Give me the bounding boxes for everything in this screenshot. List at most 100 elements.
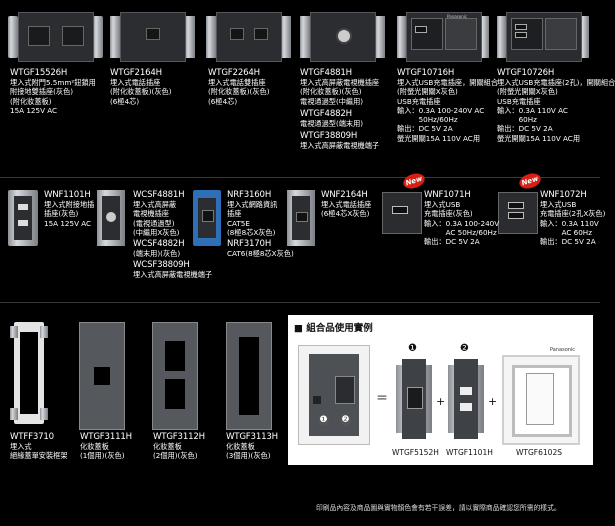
product-code: WTFF3710 — [10, 432, 54, 442]
product-code: WTGF3113H — [226, 432, 278, 442]
product-wtff3710: WTFF3710 埋入式 絕緣蓋單安裝框架 — [10, 432, 68, 461]
product-image-wnf1072h — [498, 192, 538, 234]
spec-line: 充電插座(灰色) — [424, 209, 473, 219]
product-image-wtgf3111h — [79, 322, 125, 430]
spec-line: 輸出：DC 5V 2A — [540, 237, 596, 247]
combo-label-2: WTGF1101H — [446, 448, 493, 457]
brand-logo: Panasonic — [447, 14, 468, 19]
marker-one-top: ❶ — [408, 343, 417, 354]
spec-line: 電視機插座 — [133, 209, 169, 219]
marker-two-top: ❷ — [460, 343, 469, 354]
product-code: NRF3160H — [227, 190, 272, 200]
marker-one: ❶ — [318, 415, 329, 426]
part-wtgf5152h-image — [396, 359, 432, 439]
product-image-wnf2164h — [287, 190, 315, 246]
product-wnf1101h: WNF1101H 埋入式附接地插 插座(灰色) 15A 125V AC — [44, 190, 94, 228]
spec-line: 輸出：DC 5V 2A — [497, 124, 553, 134]
product-wtgf15526h: WTGF15526H 埋入式附門5.5mm²鈕鎖用 附接地雙插座(灰色) (附化… — [10, 68, 96, 115]
product-code: WTGF15526H — [10, 68, 68, 78]
spec-line: 埋入式高屏蔽 — [133, 200, 177, 209]
product-image-wnf1071h — [382, 192, 422, 234]
spec-line: 螢光開關15A 110V AC用 — [397, 133, 481, 143]
product-image-wtgf3113h — [226, 322, 272, 430]
spec-line: (1個用)(灰色) — [80, 451, 125, 461]
spec-line: AC 60Hz — [540, 227, 592, 237]
spec-line: AC 50Hz/60Hz — [424, 227, 497, 237]
spec-line: 埋入式電話雙插座 — [208, 78, 266, 87]
product-code: WTGF2264H — [208, 68, 260, 78]
product-image-wtgf2164h — [110, 12, 195, 62]
spec-line: 輸出：DC 5V 2A — [397, 124, 453, 134]
spec-line: 埋入式USB — [424, 200, 461, 209]
spec-line: CAT6(8極8芯X灰色) — [227, 249, 294, 259]
product-wtgf10726h: WTGF10726H 埋入式USB充電插座(2孔)，開關組合 (附螢光開關X灰色… — [497, 68, 615, 143]
spec-line: 埋入式附接地插 — [44, 200, 95, 209]
product-code: WCSF38809H — [133, 260, 190, 271]
product-wtgf10716h: WTGF10716H 埋入式USB充電插座，開關組合 (附螢光開關X灰色) US… — [397, 68, 498, 143]
part-wtgf6102s-image — [502, 355, 580, 445]
product-code: WNF1101H — [44, 190, 91, 200]
combination-example-box: ■ 組合品使用實例 ❶ ❷ ＝ ❶ + ❷ + Panasonic WTGF51… — [288, 315, 593, 465]
product-wnf1071h: WNF1071H 埋入式USB 充電插座(灰色) 輸入：0.3A 100-240… — [424, 190, 499, 246]
spec-line: 埋入式高屏蔽電視機插座 — [300, 78, 380, 87]
spec-line: (6極4芯) — [110, 96, 140, 106]
product-wtgf2264h: WTGF2264H 埋入式電話雙插座 (附化妝蓋板)(灰色) (6極4芯) — [208, 68, 270, 106]
equals-sign: ＝ — [376, 391, 389, 405]
product-code: WTGF38809H — [300, 131, 358, 142]
part-wtgf1101h-image — [448, 359, 484, 439]
spec-line: 埋入式高屏蔽電視機端子 — [300, 141, 380, 151]
combo-label-3: WTGF6102S — [516, 448, 562, 457]
spec-line: (3個用)(灰色) — [226, 451, 271, 461]
product-code: WTGF10726H — [497, 68, 555, 78]
spec-line: USB充電插座 — [497, 96, 541, 106]
product-code: WNF1071H — [424, 190, 471, 200]
new-badge: New — [401, 170, 427, 192]
product-code: WTGF2164H — [110, 68, 162, 78]
spec-line: 輸入：0.3A 110V — [540, 218, 599, 228]
product-wnf2164h: WNF2164H 埋入式電話插座 (6極4芯X灰色) — [321, 190, 371, 219]
spec-line: (2個用)(灰色) — [153, 451, 198, 461]
spec-line: USB充電插座 — [397, 96, 441, 106]
plus-sign: + — [488, 395, 498, 408]
product-image-wtgf4881h — [300, 12, 385, 62]
spec-line: (6極4芯X灰色) — [321, 209, 370, 219]
spec-line: (附螢光開關X灰色) — [397, 87, 458, 97]
combination-title: ■ 組合品使用實例 — [294, 323, 373, 334]
product-wtgf2164h: WTGF2164H 埋入式電話插座 (附化妝蓋板)(灰色) (6極4芯) — [110, 68, 172, 106]
combined-unit-image — [298, 345, 370, 445]
spec-line: 化妝蓋板 — [226, 442, 255, 451]
product-image-wtgf3112h — [152, 322, 198, 430]
spec-line: 埋入式電話插座 — [321, 200, 372, 209]
product-image-wtgf2264h — [206, 12, 291, 62]
marker-two: ❷ — [340, 415, 351, 426]
footer-disclaimer: 印刷品內容及商品圖與實物顏色會有若干誤差，請以實際商品確認您所需的樣式。 — [316, 504, 561, 512]
product-code: WTGF4881H — [300, 68, 352, 78]
spec-line: (端末用)(灰色) — [133, 249, 181, 259]
spec-line: 輸入：0.3A 100-240V — [424, 218, 500, 228]
spec-line: 充電插座(2孔X灰色) — [540, 209, 606, 219]
spec-line: 插座 — [227, 209, 242, 219]
product-wtgf3112h: WTGF3112H 化妝蓋板 (2個用)(灰色) — [153, 432, 205, 461]
spec-line: (8極8芯X灰色) — [227, 227, 276, 237]
product-image-wtgf10716h: Panasonic — [397, 12, 489, 62]
product-code: WNF2164H — [321, 190, 368, 200]
product-wtgf3111h: WTGF3111H 化妝蓋板 (1個用)(灰色) — [80, 432, 132, 461]
spec-line: (附螢光開關X灰色) — [497, 87, 558, 97]
spec-line: 15A 125V AC — [44, 218, 92, 228]
spec-line: 插座(灰色) — [44, 209, 79, 219]
spec-line: 電視通過型(中繼用) — [300, 96, 364, 106]
new-badge: New — [517, 170, 543, 192]
spec-line: 電視通過型(端末用) — [300, 118, 364, 128]
brand-logo: Panasonic — [550, 347, 576, 353]
product-code: WTGF3111H — [80, 432, 132, 442]
product-code: WTGF10716H — [397, 68, 455, 78]
product-code: WCSF4881H — [133, 190, 185, 200]
spec-line: 埋入式USB充電插座(2孔)，開關組合 — [497, 78, 615, 87]
spec-line: (附化妝蓋板) — [10, 96, 52, 106]
spec-line: 輸入：0.3A 100-240V AC — [397, 105, 485, 115]
spec-line: (中繼用X灰色) — [133, 227, 180, 237]
plus-sign: + — [436, 395, 446, 408]
spec-line: 埋入式附門5.5mm²鈕鎖用 — [10, 78, 96, 87]
product-image-wtgf15526h — [8, 12, 103, 62]
product-image-wtgf10726h — [497, 12, 589, 62]
